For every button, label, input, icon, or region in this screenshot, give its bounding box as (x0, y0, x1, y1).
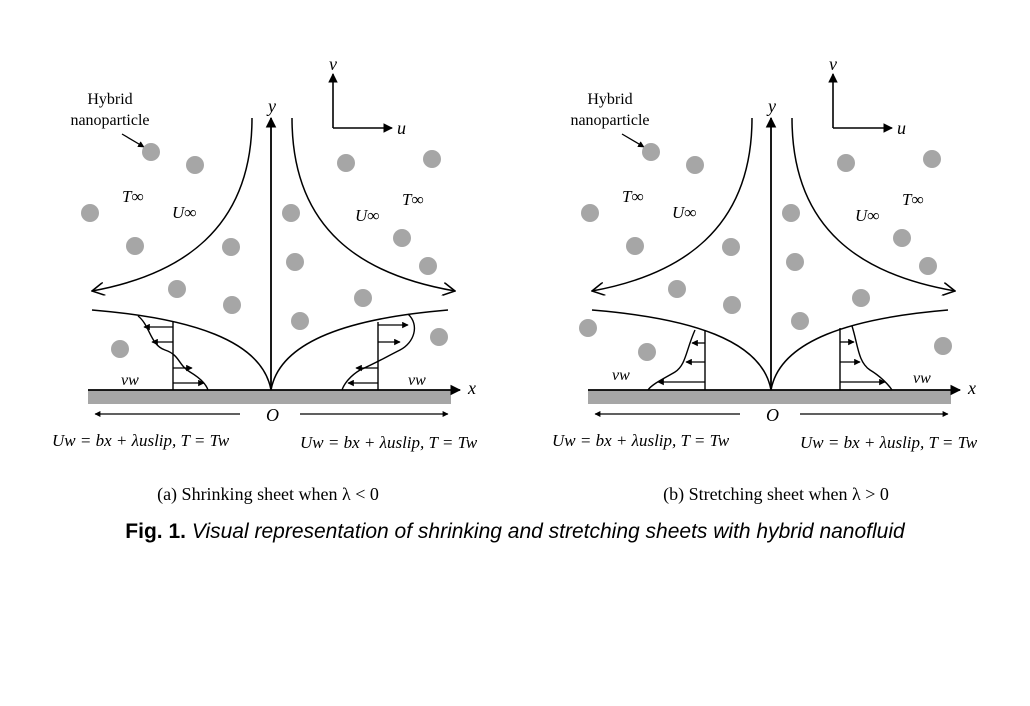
streamline-upper-left (92, 117, 253, 291)
t-inf-left-label: T∞ (122, 187, 144, 206)
axis-x-label: x (467, 378, 476, 398)
nanoparticle (337, 154, 355, 172)
velocity-profile-right (341, 313, 416, 391)
subcaption-b: (b) Stretching sheet when λ > 0 (663, 484, 889, 505)
nanoparticle (291, 312, 309, 330)
nanoparticle (581, 204, 599, 222)
axis-y-label: y (266, 96, 276, 116)
panel-a: Hybrid nanoparticle T∞ U∞ U∞ T∞ y x O v … (52, 54, 478, 505)
nanoparticle (919, 257, 937, 275)
v-w-left-label: vw (612, 367, 630, 384)
hybrid-label-line1: Hybrid (87, 91, 132, 108)
nanoparticle (423, 150, 441, 168)
nanoparticle (126, 237, 144, 255)
nanoparticle (893, 229, 911, 247)
subcaption-a: (a) Shrinking sheet when λ < 0 (157, 484, 379, 505)
nanoparticle (642, 143, 660, 161)
inset-v-label: v (329, 54, 337, 74)
nanoparticle (286, 253, 304, 271)
velocity-profile-left (647, 329, 706, 391)
bc-left-label: Uw = bx + λuslip, T = Tw (552, 431, 730, 450)
boundary-layer-left (591, 309, 772, 391)
nanoparticle (934, 337, 952, 355)
nanoparticle (393, 229, 411, 247)
nanoparticle (837, 154, 855, 172)
nanoparticle (222, 238, 240, 256)
figure-caption: Fig. 1. Visual representation of shrinki… (125, 520, 904, 543)
nanoparticle (223, 296, 241, 314)
inset-u-label: u (897, 118, 906, 138)
nanoparticle (626, 237, 644, 255)
inset-u-label: u (397, 118, 406, 138)
nanoparticle (786, 253, 804, 271)
nanoparticle (354, 289, 372, 307)
nanoparticle-pointer (121, 133, 145, 148)
figure-caption-wrap: Fig. 1. Visual representation of shrinki… (0, 520, 1030, 544)
u-inf-right-label: U∞ (355, 206, 379, 225)
boundary-layer-right (770, 309, 949, 391)
nanoparticle (142, 143, 160, 161)
nanoparticle (782, 204, 800, 222)
u-inf-left-label: U∞ (172, 203, 196, 222)
nanoparticle (430, 328, 448, 346)
streamline-upper-left (592, 117, 753, 291)
streamline-upper-right (791, 117, 955, 291)
boundary-layer-left (91, 309, 272, 391)
nanoparticle (723, 296, 741, 314)
nanoparticle (579, 319, 597, 337)
inset-v-label: v (829, 54, 837, 74)
u-inf-left-label: U∞ (672, 203, 696, 222)
axis-y-label: y (766, 96, 776, 116)
nanoparticle (111, 340, 129, 358)
sheet (588, 390, 951, 404)
hybrid-label-line2: nanoparticle (70, 112, 149, 129)
nanoparticle-pointer (621, 133, 645, 148)
nanoparticle (668, 280, 686, 298)
nanoparticle (81, 204, 99, 222)
nanoparticle (638, 343, 656, 361)
sheet (88, 390, 451, 404)
nanoparticle (419, 257, 437, 275)
bc-left-label: Uw = bx + λuslip, T = Tw (52, 431, 230, 450)
streamline-upper-right (291, 117, 455, 291)
nanoparticle (282, 204, 300, 222)
caption-text: Visual representation of shrinking and s… (185, 520, 905, 543)
v-w-right-label: vw (913, 370, 931, 387)
boundary-layer-right (270, 309, 449, 391)
v-w-right-label: vw (408, 372, 426, 389)
velocity-profile-right (839, 325, 893, 391)
u-inf-right-label: U∞ (855, 206, 879, 225)
origin-label: O (766, 405, 779, 425)
nanoparticle (186, 156, 204, 174)
bc-right-label: Uw = bx + λuslip, T = Tw (300, 433, 478, 452)
bc-right-label: Uw = bx + λuslip, T = Tw (800, 433, 978, 452)
origin-label: O (266, 405, 279, 425)
hybrid-label-line2: nanoparticle (570, 112, 649, 129)
t-inf-right-label: T∞ (902, 190, 924, 209)
velocity-profile-left (137, 315, 209, 391)
hybrid-label-line1: Hybrid (587, 91, 632, 108)
nanoparticle (852, 289, 870, 307)
nanoparticle (722, 238, 740, 256)
nanoparticle (923, 150, 941, 168)
nanoparticle (168, 280, 186, 298)
v-w-left-label: vw (121, 372, 139, 389)
panel-b: Hybrid nanoparticle T∞ U∞ U∞ T∞ y x O v … (552, 54, 978, 505)
axis-x-label: x (967, 378, 976, 398)
caption-label: Fig. 1. (125, 520, 186, 543)
nanoparticles (81, 143, 448, 358)
nanoparticle (686, 156, 704, 174)
nanoparticles (579, 143, 952, 361)
t-inf-right-label: T∞ (402, 190, 424, 209)
nanoparticle (791, 312, 809, 330)
t-inf-left-label: T∞ (622, 187, 644, 206)
